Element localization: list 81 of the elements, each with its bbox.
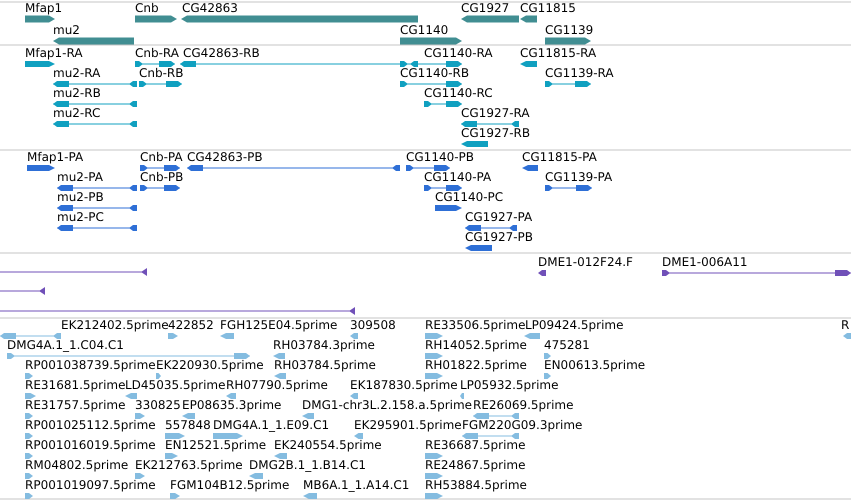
feature-label: CG1140-PA — [424, 170, 492, 184]
feature-label: FGM220G09.3prime — [462, 418, 582, 432]
feature-label: CG1927 — [461, 1, 510, 15]
feature-label: LP05932.5prime — [460, 378, 559, 392]
feature-label: 422852 — [168, 318, 214, 332]
feature-label: CG1140-RC — [424, 86, 493, 100]
feature-label: EN00613.5prime — [544, 358, 646, 372]
feature-label: mu2-PB — [57, 190, 104, 204]
feature-label: EK220930.5prime — [156, 358, 264, 372]
feature-label: RE24867.5prime — [425, 458, 526, 472]
feature-label: 330825 — [135, 398, 181, 412]
feature-label: DME1-006A11 — [662, 255, 748, 269]
feature-label: CG11815-RA — [520, 46, 596, 60]
feature-label: Mfap1-RA — [25, 46, 83, 60]
feature-label: RH03784.3prime — [273, 338, 375, 352]
feature-label: CG1140 — [400, 23, 448, 37]
feature-label: RH03784.5prime — [274, 358, 376, 372]
feature-label: CG42863-PB — [187, 150, 263, 164]
feature-label: R — [841, 318, 850, 332]
feature-label: mu2-RB — [53, 86, 101, 100]
feature-label: RE31681.5prime — [25, 378, 126, 392]
feature-label: CG1139-PA — [545, 170, 612, 184]
feature-label: EK212402.5prime — [61, 318, 169, 332]
feature-label: CG1927-PA — [465, 210, 532, 224]
feature-label: 475281 — [544, 338, 590, 352]
feature-label: RP001025112.5prime — [25, 418, 156, 432]
feature-label: CG1140-RA — [424, 46, 493, 60]
feature-label: RH07790.5prime — [226, 378, 328, 392]
feature-label: MB6A.1_1.A14.C1 — [303, 478, 410, 492]
feature-label: Cnb-RA — [135, 46, 179, 60]
feature-label: mu2-RA — [53, 66, 100, 80]
feature-label: DMG4A.1_1.C04.C1 — [7, 338, 124, 352]
feature-label: DMG4A.1_1.E09.C1 — [213, 418, 330, 432]
feature-label: Cnb-PB — [140, 170, 184, 184]
feature-label: EP08635.3prime — [182, 398, 282, 412]
feature-label: LP09424.5prime — [525, 318, 624, 332]
feature-label: RP001038739.5prime — [25, 358, 156, 372]
feature-label: CG42863 — [182, 1, 238, 15]
feature-label: DMG2B.1_1.B14.C1 — [249, 458, 366, 472]
feature-label: CG1139 — [545, 23, 594, 37]
feature-label: mu2-PA — [57, 170, 103, 184]
feature-label: Cnb-PA — [140, 150, 183, 164]
feature-label: CG1927-RB — [461, 126, 530, 140]
feature-label: CG1140-PC — [435, 190, 504, 204]
feature-label: FGM104B12.5prime — [170, 478, 290, 492]
feature-label: DMG1-chr3L.2.158.a.5prime — [302, 398, 472, 412]
feature-label: CG42863-RB — [183, 46, 260, 60]
feature-label: CG1139-RA — [545, 66, 614, 80]
feature-label: mu2-RC — [53, 106, 100, 120]
feature-label: CG11815-PA — [522, 150, 597, 164]
feature-label: RH53884.5prime — [425, 478, 527, 492]
feature-label: Mfap1-PA — [27, 150, 84, 164]
feature-label: Mfap1 — [25, 1, 62, 15]
feature-label: 557848 — [165, 418, 211, 432]
feature-label: Cnb — [135, 1, 159, 15]
feature-label: DME1-012F24.F — [538, 255, 633, 269]
feature-label: RE36687.5prime — [425, 438, 526, 452]
feature-label: EK187830.5prime — [350, 378, 458, 392]
feature-label: Cnb-RB — [139, 66, 184, 80]
feature-label: mu2 — [53, 23, 80, 37]
feature-label: CG1927-RA — [461, 106, 530, 120]
feature-label: RE33506.5prime — [425, 318, 526, 332]
feature-label: CG11815 — [520, 1, 576, 15]
feature-label: CG1140-PB — [406, 150, 474, 164]
feature-label: 309508 — [350, 318, 396, 332]
feature-label: EK295901.5prime — [354, 418, 462, 432]
feature-label: RH14052.5prime — [425, 338, 527, 352]
feature-label: RP001016019.5prime — [25, 438, 156, 452]
feature-label: RM04802.5prime — [25, 458, 128, 472]
feature-label: mu2-PC — [57, 210, 104, 224]
feature-label: EN12521.5prime — [165, 438, 266, 452]
feature-label: LD45035.5prime — [125, 378, 226, 392]
feature-label: CG1140-RB — [400, 66, 470, 80]
feature-label: RE26069.5prime — [473, 398, 574, 412]
feature-label: RE31757.5prime — [25, 398, 126, 412]
feature-label: EK240554.5prime — [274, 438, 382, 452]
feature-label: FGH125E04.5prime — [220, 318, 338, 332]
feature-label: CG1927-PB — [465, 230, 534, 244]
feature-label: RP001019097.5prime — [25, 478, 156, 492]
feature-label: EK212763.5prime — [135, 458, 243, 472]
feature-label: RH01822.5prime — [425, 358, 527, 372]
